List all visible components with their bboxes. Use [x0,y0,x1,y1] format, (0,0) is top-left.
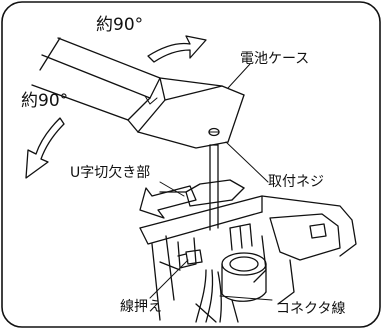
rotation-angle-top-label: 約90° [96,15,144,35]
connector-socket [221,223,267,302]
mounting-screw-label: 取付ネジ [268,174,324,190]
connector-wires [195,269,222,323]
screw-icon [208,127,220,137]
wire-holder-label: 線押え [120,299,162,315]
battery-case-label: 電池ケース [240,51,310,67]
leader-wire-holder [149,259,189,299]
wire-holder-clip [177,249,203,265]
u-notch-arrow-icon [139,185,197,219]
leader-connector-wire [219,295,273,301]
u-notch-label: U字切欠き部 [70,165,151,181]
leader-lines [149,63,273,301]
leader-battery-case [227,63,251,89]
battery-case-cover [31,37,245,149]
rotation-angle-left-label: 約90° [21,91,69,111]
leader-mounting-screw [225,141,269,183]
rotation-arrow-left-icon [25,117,65,179]
mounting-rod [209,144,219,231]
leader-u-notch [159,181,185,197]
rotation-arrow-top-icon [147,35,207,63]
connector-wire-label: コネクタ線 [276,301,346,317]
